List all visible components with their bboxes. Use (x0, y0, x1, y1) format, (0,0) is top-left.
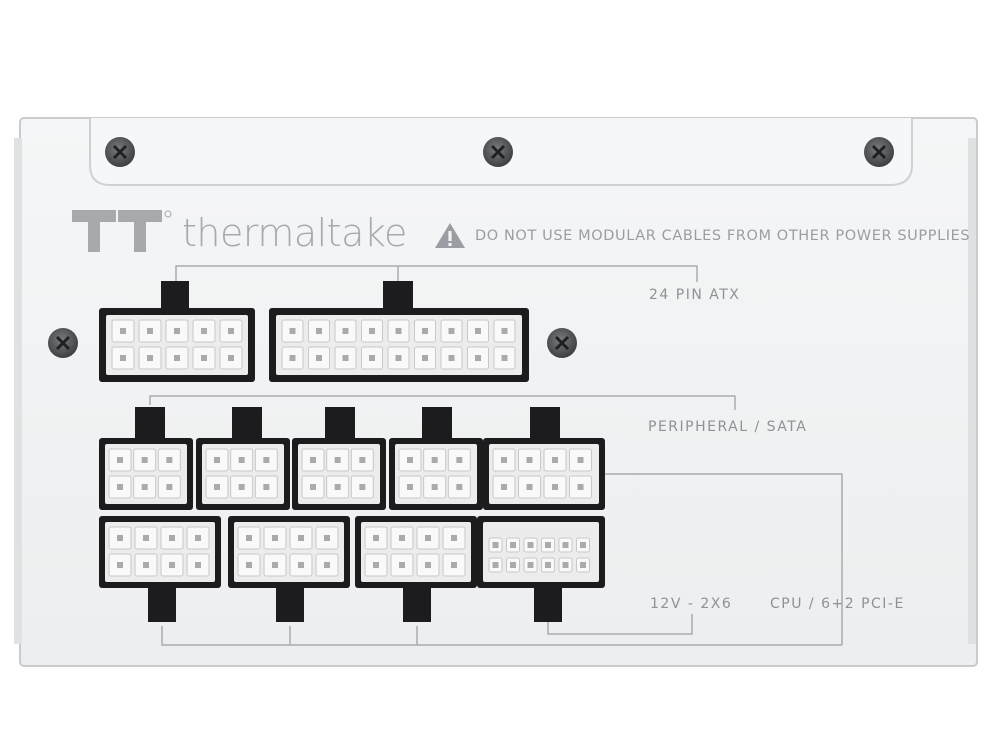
brand-name: thermaltake (182, 211, 407, 255)
screw-top-center (483, 137, 513, 167)
warning-triangle-icon (435, 223, 465, 248)
screw-mid-right (547, 328, 577, 358)
atx-14pin-socket (269, 281, 529, 382)
label-cpu-pcie: CPU / 6+2 PCI-E (770, 596, 905, 612)
peripheral-sockets (99, 407, 605, 510)
panel-right-edge (968, 138, 976, 644)
panel-left-edge (14, 138, 22, 644)
bracket-lines (149, 265, 843, 646)
atx-10pin-socket (99, 281, 255, 382)
warning-text: DO NOT USE MODULAR CABLES FROM OTHER POW… (475, 228, 971, 244)
label-peripheral-sata: PERIPHERAL / SATA (648, 419, 808, 435)
screw-top-left (105, 137, 135, 167)
label-12v-2x6: 12V - 2X6 (650, 596, 733, 612)
pcie-cpu-sockets (99, 516, 605, 622)
screw-top-right (864, 137, 894, 167)
screw-mid-left (48, 328, 78, 358)
tt-logo-icon (72, 210, 172, 252)
label-24pin-atx: 24 PIN ATX (649, 287, 741, 303)
